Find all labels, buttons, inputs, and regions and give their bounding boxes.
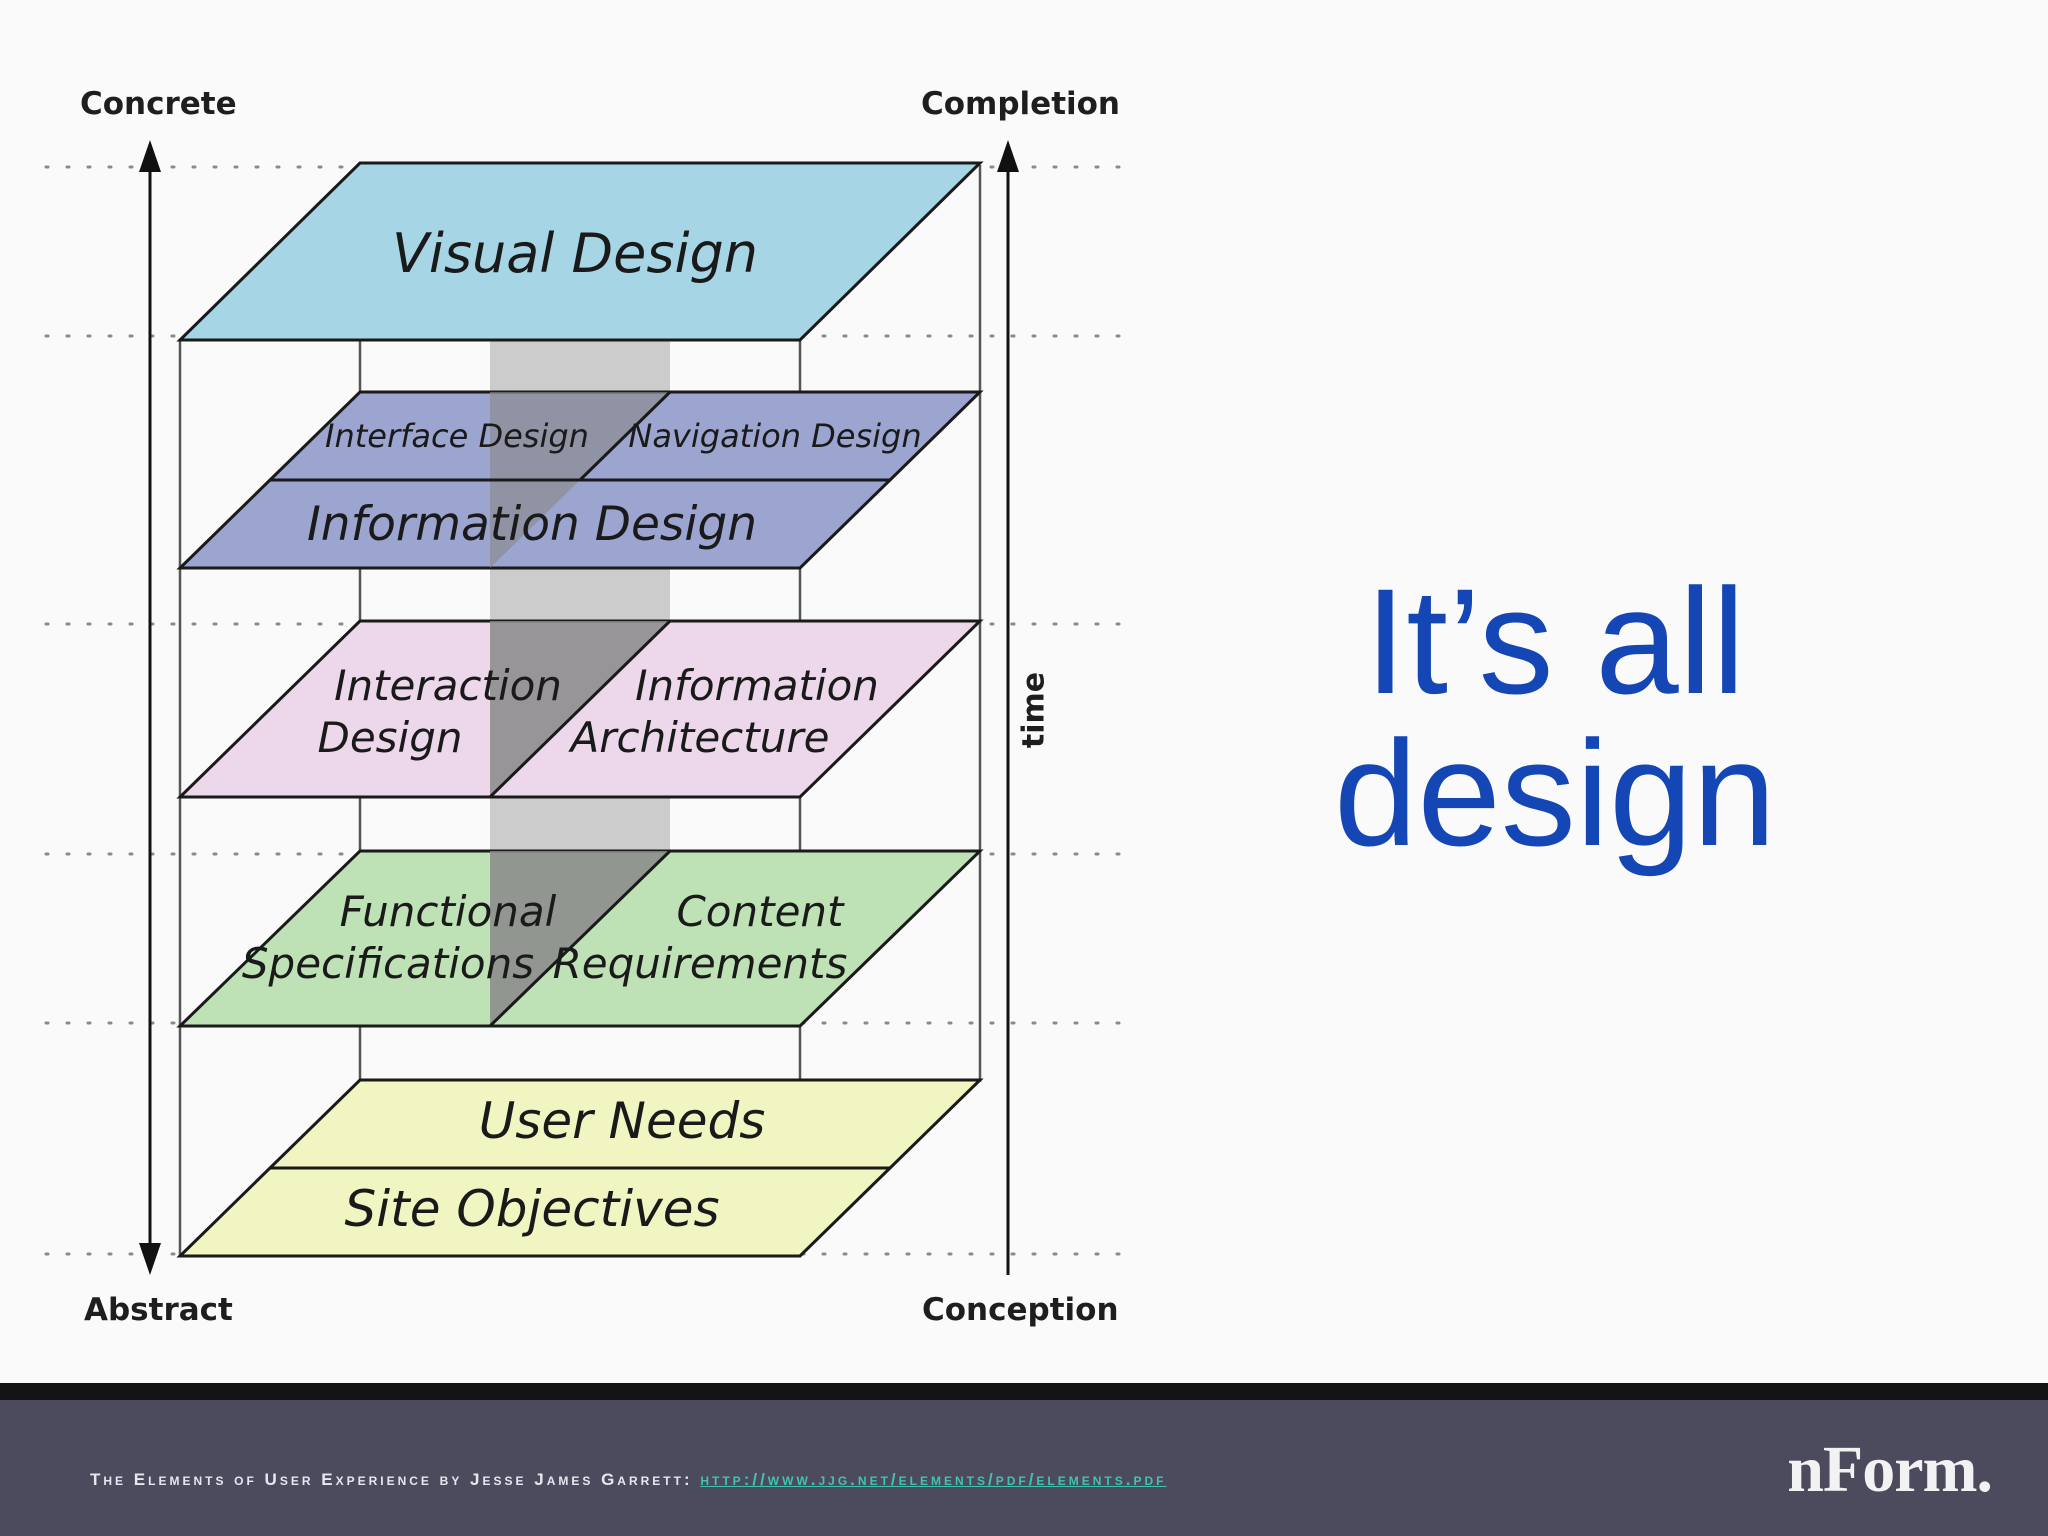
abstract-label: Abstract [84, 1292, 233, 1328]
completion-label: Completion [921, 86, 1121, 122]
interface-design-label: Interface Design [325, 417, 589, 455]
site-objectives-label: Site Objectives [344, 1180, 719, 1238]
content-requirements-label-1: Content [676, 887, 845, 936]
skeleton-plane [176, 619, 984, 799]
nform-logo: nForm. [1787, 1433, 1993, 1506]
surface-plane [176, 161, 984, 342]
time-label: time [1016, 671, 1052, 749]
strategy-plane [176, 1078, 984, 1258]
slide-title: It’s all design [1280, 565, 1830, 869]
concrete-label: Concrete [80, 86, 237, 122]
functional-specifications-label-1: Functional [340, 887, 557, 936]
information-architecture-label-2: Architecture [568, 713, 830, 762]
conception-label: Conception [922, 1292, 1119, 1328]
footer-credit: The Elements of User Experience by Jesse… [90, 1470, 1166, 1490]
navigation-design-label: Navigation Design [628, 417, 921, 455]
scope-plane [176, 849, 984, 1028]
content-requirements-label-2: Requirements [553, 939, 848, 988]
time-axis [997, 140, 1019, 1275]
interaction-design-label-2: Design [317, 713, 462, 762]
concrete-abstract-axis [139, 140, 161, 1275]
structure-plane [176, 390, 984, 570]
visual-design-label: Visual Design [392, 222, 758, 285]
elements-of-ux-diagram: Visual Design Interface Design Navigatio… [44, 140, 1130, 1275]
slide-title-line-1: It’s all [1364, 557, 1746, 725]
user-needs-label: User Needs [479, 1092, 766, 1150]
footer-band [0, 1383, 2048, 1536]
slide-title-line-2: design [1333, 709, 1777, 877]
information-architecture-label-1: Information [635, 661, 879, 710]
information-design-label: Information Design [307, 497, 757, 552]
functional-specifications-label-2: Specifications [242, 939, 534, 988]
interaction-design-label-1: Interaction [334, 661, 562, 710]
footer-url-link[interactable]: http://www.jjg.net/elements/pdf/elements… [700, 1470, 1167, 1489]
footer-credit-text: The Elements of User Experience by Jesse… [90, 1470, 701, 1489]
